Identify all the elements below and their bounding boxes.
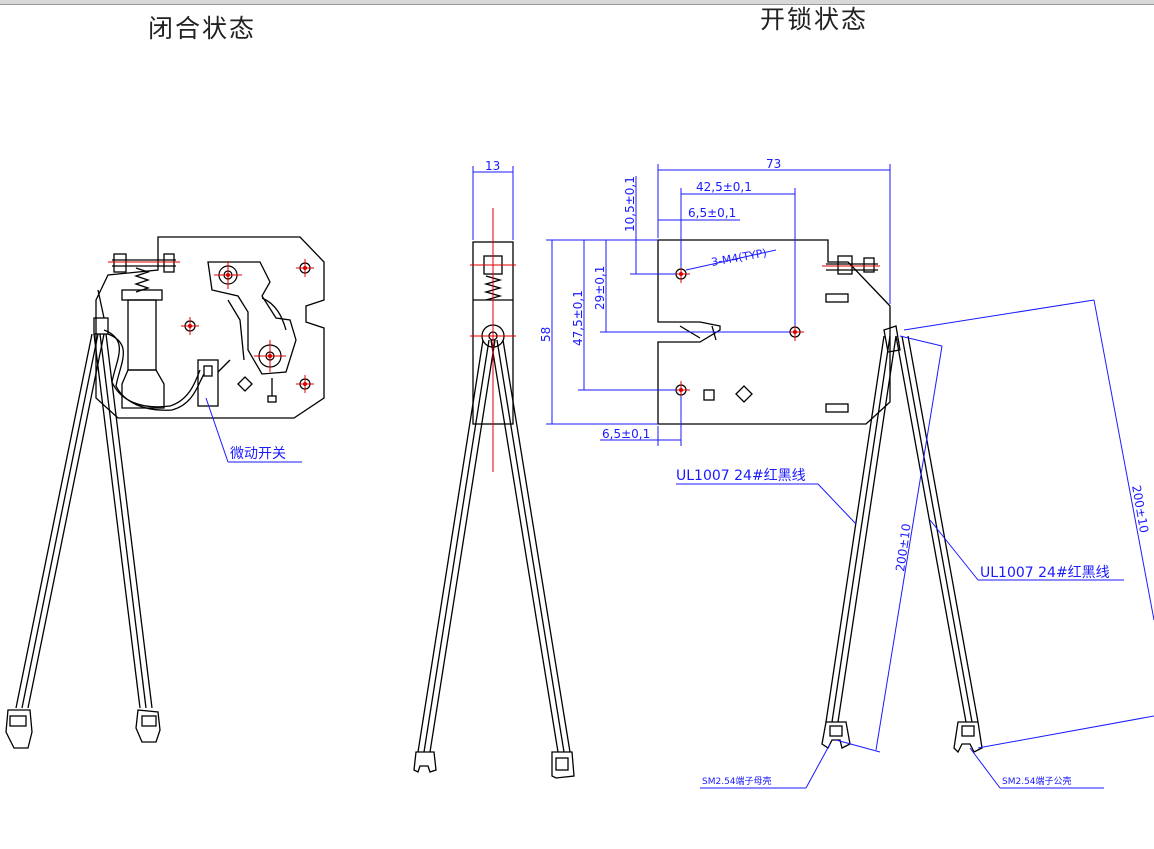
dim-width-label: 73 bbox=[766, 157, 781, 171]
connector-female-label: SM2.54端子母壳 bbox=[702, 775, 772, 787]
unlocked-lock-view bbox=[657, 239, 983, 754]
connector-male-label: SM2.54端子公壳 bbox=[1002, 775, 1072, 787]
dim-hole-x-near-label: 6,5±0,1 bbox=[688, 206, 736, 220]
side-view bbox=[413, 241, 575, 779]
screw-holes-label: 3-M4(TYP) bbox=[710, 246, 768, 269]
dim-bottom-offset-label: 6,5±0,1 bbox=[602, 427, 650, 441]
dim-hole-x-far-label: 42,5±0,1 bbox=[696, 180, 752, 194]
micro-switch-leader: 微动开关 bbox=[205, 397, 302, 463]
dim-hole-y-top-label: 10,5±0,1 bbox=[623, 176, 637, 232]
dim-height-label: 58 bbox=[539, 327, 553, 342]
closed-state-title: 闭合状态 bbox=[148, 14, 257, 43]
closed-holes bbox=[108, 259, 314, 393]
dim-hole-y-mid-label: 29±0,1 bbox=[593, 266, 607, 310]
dim-wire-length-2-label: 200±10 bbox=[1129, 484, 1151, 534]
dim-wire-length-1-label: 200±10 bbox=[893, 523, 914, 573]
wire-label-2: UL1007 24#红黑线 bbox=[980, 565, 1110, 581]
unlocked-dimension-lines bbox=[546, 164, 1154, 789]
side-view-centerlines bbox=[470, 208, 516, 472]
window-top-border bbox=[0, 0, 1154, 5]
dim-hole-y-low-label: 47,5±0,1 bbox=[571, 290, 585, 346]
dim-thickness-label: 13 bbox=[485, 159, 500, 173]
wire-label-1: UL1007 24#红黑线 bbox=[676, 468, 806, 484]
unlocked-holes bbox=[672, 265, 880, 399]
closed-lock-view bbox=[5, 236, 325, 749]
unlocked-state-title: 开锁状态 bbox=[760, 5, 869, 34]
dim-thickness bbox=[472, 166, 514, 240]
micro-switch-label: 微动开关 bbox=[230, 446, 286, 462]
